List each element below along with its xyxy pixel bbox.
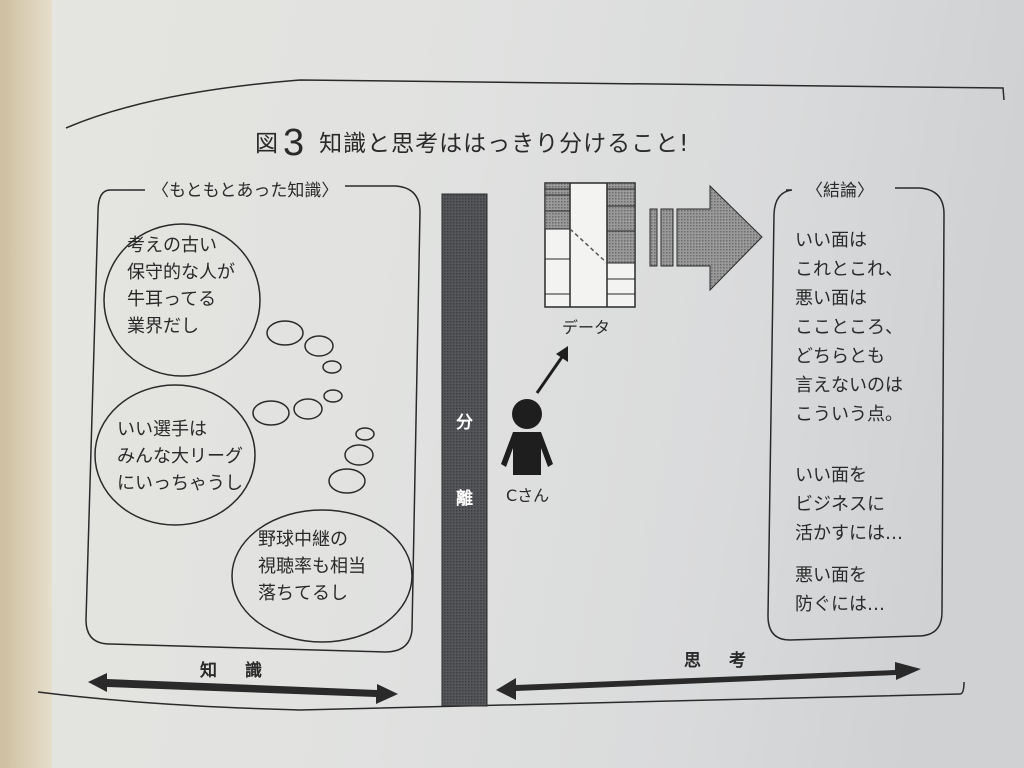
bubble-line: 牛耳ってる [127,289,217,310]
bubble-2-text: いい選手は みんな大リーグ にいっちゃうし [117,416,243,497]
bubble-3-text: 野球中継の 視聴率も相当 落ちてるし [258,526,366,607]
bubble-dot [293,398,323,420]
separator-bar [441,193,488,707]
conclusion-panel-label: 〈結論〉 [806,181,874,201]
book-spine-shadow [0,0,52,768]
conclusion-line: 防ぐには… [795,594,885,615]
figure-prefix: 図 [255,131,279,157]
knowledge-axis-arrow [88,673,398,704]
thinking-axis-label: 思考 [684,651,774,671]
person-icon [501,399,553,475]
bubble-line: みんな大リーグ [117,446,243,467]
person-label: Cさん [506,486,550,505]
data-table-icon [544,182,636,308]
bubble-dot [266,320,304,346]
person-to-data-arrow [535,346,568,394]
figure-title-text: 知識と思考ははっきり分けること! [319,131,690,157]
frame-top-line [65,79,1005,129]
bubble-1-text: 考えの古い 保守的な人が 牛耳ってる 業界だし [127,232,235,340]
conclusion-line: いい面は [795,230,867,251]
thought-bubble-1 [103,223,261,377]
conclusion-line: これとこれ、 [795,259,904,280]
separator-char-2: 離 [456,489,473,509]
data-label: データ [562,318,611,337]
conclusion-line: 活かすには… [795,523,903,544]
conclusion-group-1: いい面は これとこれ、 悪い面は ここところ、 どちらとも 言えないのは こうい… [795,226,903,429]
bubble-line: 業界だし [127,316,199,337]
conclusion-line: こういう点。 [795,404,903,425]
bubble-dot [355,427,375,441]
conclusion-panel-border [767,187,945,641]
thought-bubble-3 [231,509,413,643]
bubble-dot [344,444,374,466]
bubble-dot [328,468,366,494]
conclusion-line: いい面を [795,465,867,486]
conclusion-line: 言えないのは [795,375,903,396]
bubble-dot [252,400,290,426]
separator-char-1: 分 [456,413,473,433]
bubble-line: 視聴率も相当 [258,556,366,577]
conclusion-group-2: いい面を ビジネスに 活かすには… [795,461,903,548]
bubble-dot [304,335,334,357]
bubble-line: いい選手は [117,419,207,440]
figure-number: 3 [283,122,306,164]
bubble-dot [323,389,343,403]
conclusion-line: 悪い面を [795,565,867,586]
frame-bottom-line [37,681,965,711]
bubble-line: にいっちゃうし [117,473,243,494]
bubble-line: 保守的な人が [127,262,235,283]
knowledge-panel-border [85,185,421,653]
conclusion-line: 悪い面は [795,288,867,309]
knowledge-axis-label: 知識 [200,661,290,681]
bubble-line: 考えの古い [127,235,217,256]
bubble-line: 落ちてるし [258,583,348,604]
conclusion-line: どちらとも [795,346,885,367]
thinking-axis-arrow [496,662,921,700]
conclusion-line: ここところ、 [795,317,903,338]
knowledge-panel-label: 〈もともとあった知識〉 [152,181,339,201]
bubble-dot [322,360,342,374]
thought-bubble-2 [94,384,256,526]
right-arrow-icon [649,184,763,292]
bubble-line: 野球中継の [258,529,348,550]
conclusion-group-3: 悪い面を 防ぐには… [795,561,885,619]
conclusion-line: ビジネスに [795,494,885,515]
